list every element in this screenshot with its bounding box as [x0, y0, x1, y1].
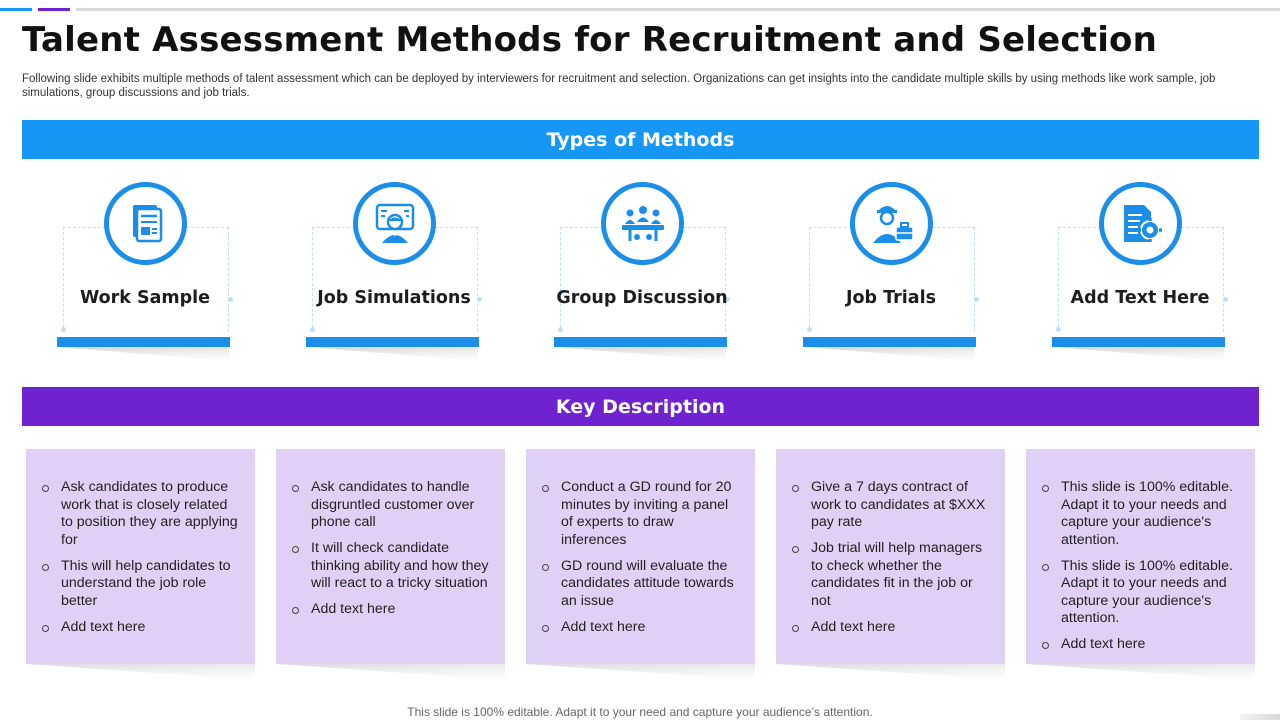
description-card-job-trials: Give a 7 days contract of work to candid…	[776, 449, 1005, 664]
frame-dot	[228, 297, 233, 302]
description-list: Give a 7 days contract of work to candid…	[792, 479, 992, 645]
description-point: GD round will evaluate the candidates at…	[542, 558, 742, 611]
method-icon-circle	[850, 182, 933, 265]
description-point: This slide is 100% editable. Adapt it to…	[1042, 558, 1242, 628]
meeting-table-icon	[621, 205, 664, 241]
key-description-header: Key Description	[22, 387, 1259, 426]
corner-decoration	[1240, 714, 1280, 720]
footer-note: This slide is 100% editable. Adapt it to…	[407, 705, 873, 719]
document-icon	[132, 204, 162, 242]
method-label: Add Text Here	[1070, 288, 1210, 308]
frame-dot	[974, 297, 979, 302]
method-shadow	[59, 347, 229, 361]
method-underline	[1052, 337, 1225, 347]
frame-dot	[725, 297, 730, 302]
description-point: This will help candidates to understand …	[42, 558, 242, 611]
description-point: Give a 7 days contract of work to candid…	[792, 479, 992, 532]
description-point: Add text here	[1042, 636, 1242, 654]
description-point: This slide is 100% editable. Adapt it to…	[1042, 479, 1242, 549]
top-accent-rule	[0, 8, 1280, 11]
description-point: Add text here	[542, 619, 742, 637]
frame-dot	[310, 327, 315, 332]
person-screen-icon	[375, 203, 414, 243]
description-list: Ask candidates to produce work that is c…	[42, 479, 242, 645]
frame-dot	[477, 297, 482, 302]
method-add-text: Add Text Here	[1052, 180, 1228, 365]
description-point: It will check candidate thinking ability…	[292, 540, 492, 593]
description-card-add-text: This slide is 100% editable. Adapt it to…	[1026, 449, 1255, 664]
method-label: Job Simulations	[317, 288, 471, 308]
card-shadow	[1026, 664, 1255, 680]
method-job-trials: Job Trials	[803, 180, 979, 365]
method-icon-circle	[353, 182, 436, 265]
method-shadow	[1054, 347, 1224, 361]
method-label: Group Discussion	[556, 288, 728, 308]
method-underline	[803, 337, 976, 347]
method-shadow	[556, 347, 726, 361]
method-icon-circle	[104, 182, 187, 265]
description-list: Ask candidates to handle disgruntled cus…	[292, 479, 492, 627]
description-point: Ask candidates to produce work that is c…	[42, 479, 242, 549]
description-card-work-sample: Ask candidates to produce work that is c…	[26, 449, 255, 664]
card-shadow	[26, 664, 255, 680]
document-gear-icon	[1123, 204, 1162, 242]
frame-dot	[1056, 327, 1061, 332]
worker-briefcase-icon	[872, 205, 914, 243]
card-shadow	[526, 664, 755, 680]
card-shadow	[776, 664, 1005, 680]
description-list: Conduct a GD round for 20 minutes by inv…	[542, 479, 742, 645]
description-point: Add text here	[292, 601, 492, 619]
method-underline	[306, 337, 479, 347]
description-card-job-simulations: Ask candidates to handle disgruntled cus…	[276, 449, 505, 664]
description-point: Add text here	[42, 619, 242, 637]
frame-dot	[558, 327, 563, 332]
method-job-simulations: Job Simulations	[306, 180, 482, 365]
method-underline	[57, 337, 230, 347]
method-group-discussion: Group Discussion	[554, 180, 730, 365]
description-point: Ask candidates to handle disgruntled cus…	[292, 479, 492, 532]
method-work-sample: Work Sample	[57, 180, 233, 365]
description-card-group-discussion: Conduct a GD round for 20 minutes by inv…	[526, 449, 755, 664]
description-point: Conduct a GD round for 20 minutes by inv…	[542, 479, 742, 549]
method-underline	[554, 337, 727, 347]
frame-dot	[1223, 297, 1228, 302]
method-label: Job Trials	[845, 288, 937, 308]
description-point: Job trial will help managers to check wh…	[792, 540, 992, 610]
frame-dot	[807, 327, 812, 332]
description-list: This slide is 100% editable. Adapt it to…	[1042, 479, 1242, 662]
method-label: Work Sample	[79, 288, 211, 308]
frame-dot	[61, 327, 66, 332]
card-shadow	[276, 664, 505, 680]
types-of-methods-header: Types of Methods	[22, 120, 1259, 159]
method-shadow	[308, 347, 478, 361]
description-point: Add text here	[792, 619, 992, 637]
page-title: Talent Assessment Methods for Recruitmen…	[22, 20, 1158, 60]
method-shadow	[805, 347, 975, 361]
page-subtitle: Following slide exhibits multiple method…	[22, 73, 1216, 99]
method-icon-circle	[601, 182, 684, 265]
method-icon-circle	[1099, 182, 1182, 265]
